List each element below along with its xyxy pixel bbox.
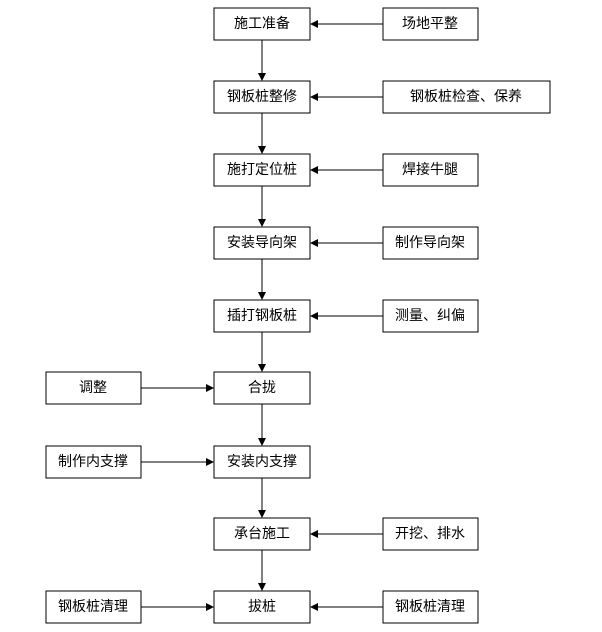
left-input-7-label: 制作内支撑 bbox=[58, 454, 128, 470]
right-input-2: 钢板桩检查、保养 bbox=[382, 80, 551, 114]
main-step-4-label: 安装导向架 bbox=[227, 235, 297, 251]
left-arrow-r4 bbox=[310, 239, 383, 247]
right-input-9: 钢板桩清理 bbox=[382, 590, 479, 624]
right-arrow-l6 bbox=[141, 384, 214, 392]
right-input-2-label: 钢板桩检查、保养 bbox=[410, 88, 522, 105]
down-arrow-3-4 bbox=[258, 186, 266, 227]
right-input-8-label: 开挖、排水 bbox=[395, 526, 465, 542]
main-step-4: 安装导向架 bbox=[213, 226, 311, 260]
right-input-1-label: 场地平整 bbox=[402, 16, 458, 32]
main-step-2-label: 钢板桩整修 bbox=[227, 88, 297, 105]
main-step-6: 合拢 bbox=[213, 371, 311, 405]
down-arrow-7-8 bbox=[258, 478, 266, 518]
main-step-3-label: 施打定位桩 bbox=[227, 161, 297, 178]
right-input-3-label: 焊接牛腿 bbox=[402, 161, 458, 178]
right-input-3: 焊接牛腿 bbox=[382, 153, 479, 187]
down-arrow-2-3 bbox=[258, 113, 266, 154]
main-step-3: 施打定位桩 bbox=[213, 153, 311, 187]
right-input-5-label: 测量、纠偏 bbox=[395, 308, 465, 324]
main-step-8: 承台施工 bbox=[213, 517, 311, 551]
down-arrow-1-2 bbox=[258, 40, 266, 81]
left-arrow-r9 bbox=[310, 603, 383, 611]
left-input-7: 制作内支撑 bbox=[45, 445, 142, 479]
main-step-2: 钢板桩整修 bbox=[213, 80, 311, 114]
down-arrow-6-7 bbox=[258, 404, 266, 446]
right-arrow-l9 bbox=[141, 603, 214, 611]
main-step-9: 拔桩 bbox=[213, 590, 311, 624]
left-arrow-r8 bbox=[310, 530, 383, 538]
left-arrow-r2 bbox=[310, 93, 383, 101]
main-step-1: 施工准备 bbox=[213, 7, 311, 41]
down-arrow-4-5 bbox=[258, 259, 266, 300]
down-arrow-8-9 bbox=[258, 550, 266, 591]
left-arrow-r3 bbox=[310, 166, 383, 174]
right-input-9-label: 钢板桩清理 bbox=[395, 598, 465, 615]
right-input-5: 测量、纠偏 bbox=[382, 299, 479, 333]
right-input-4-label: 制作导向架 bbox=[395, 235, 465, 251]
main-step-7-label: 安装内支撑 bbox=[227, 454, 297, 470]
main-step-6-label: 合拢 bbox=[248, 380, 276, 396]
main-step-8-label: 承台施工 bbox=[234, 526, 290, 542]
right-input-1: 场地平整 bbox=[382, 7, 479, 41]
left-input-6-label: 调整 bbox=[79, 380, 107, 396]
left-input-6: 调整 bbox=[45, 371, 142, 405]
left-arrow-r5 bbox=[310, 312, 383, 320]
left-input-9: 钢板桩清理 bbox=[45, 590, 142, 624]
down-arrow-5-6 bbox=[258, 332, 266, 372]
main-step-9-label: 拔桩 bbox=[248, 598, 276, 615]
right-input-4: 制作导向架 bbox=[382, 226, 479, 260]
main-step-7: 安装内支撑 bbox=[213, 445, 311, 479]
left-arrow-r1 bbox=[310, 20, 383, 28]
right-input-8: 开挖、排水 bbox=[382, 517, 479, 551]
main-step-5: 插打钢板桩 bbox=[213, 299, 311, 333]
main-step-5-label: 插打钢板桩 bbox=[227, 307, 297, 324]
main-step-1-label: 施工准备 bbox=[234, 15, 290, 32]
left-input-9-label: 钢板桩清理 bbox=[58, 598, 128, 615]
right-arrow-l7 bbox=[141, 458, 214, 466]
